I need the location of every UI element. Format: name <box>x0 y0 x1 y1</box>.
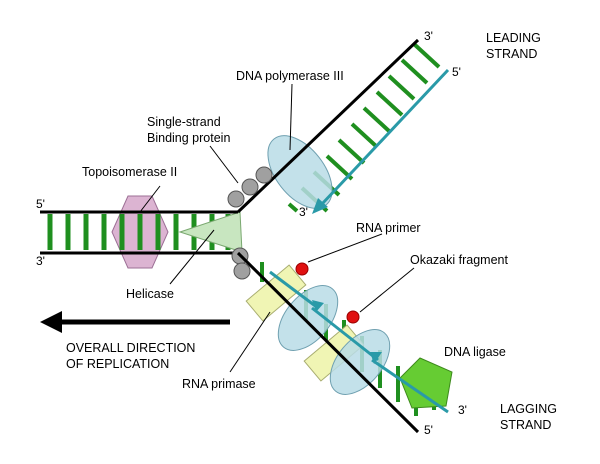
okazaki-fragment-label: Okazaki fragment <box>410 253 508 267</box>
okazaki-fragments <box>269 270 449 414</box>
rna-primase-label: RNA primase <box>182 377 256 391</box>
rna-primer-dot-2 <box>346 310 360 324</box>
direction-label-1: OVERALL DIRECTION <box>66 341 195 355</box>
lagging-strand-label-1: LAGGING <box>500 402 557 416</box>
ssb-label-2: Binding protein <box>147 131 230 145</box>
dna-polymerase-lagging-2 <box>329 329 391 395</box>
ssb-proteins <box>227 166 273 280</box>
leading-strand-label-2: STRAND <box>486 47 537 61</box>
end-left-top: 5' <box>36 197 45 211</box>
end-lagging-right: 3' <box>458 403 467 417</box>
okazaki-arrowhead-2 <box>370 352 382 364</box>
lagging-strand-label-2: STRAND <box>500 418 551 432</box>
topoisomerase-label: Topoisomerase II <box>82 165 177 179</box>
lagging-template-backbone <box>236 251 420 434</box>
end-leading-right: 5' <box>452 65 461 79</box>
helicase-shape <box>178 211 243 253</box>
helicase-label: Helicase <box>126 287 174 301</box>
rna-primer-label: RNA primer <box>356 221 421 235</box>
dna-polymerase-iii-label: DNA polymerase III <box>236 69 344 83</box>
rna-primer-dot-1 <box>295 262 309 276</box>
parent-backbones <box>40 210 238 255</box>
dna-ligase-label: DNA ligase <box>444 345 506 359</box>
dna-ligase-shape <box>399 357 453 409</box>
pointer-lines <box>139 83 415 373</box>
leading-new-strand <box>320 68 450 206</box>
leading-new-strand-arrowhead <box>312 198 328 214</box>
end-leading-inner: 3' <box>299 205 308 219</box>
leading-template-backbone <box>236 38 420 214</box>
leading-strand-label-1: LEADING <box>486 31 541 45</box>
end-leading-top: 3' <box>424 29 433 43</box>
okazaki-arrowhead-1 <box>312 300 324 312</box>
ssb-label-1: Single-strand <box>147 115 221 129</box>
end-left-bottom: 3' <box>36 254 45 268</box>
end-lagging-bottom: 5' <box>424 423 433 437</box>
direction-arrow-head <box>40 311 62 333</box>
direction-label-2: OF REPLICATION <box>66 357 169 371</box>
